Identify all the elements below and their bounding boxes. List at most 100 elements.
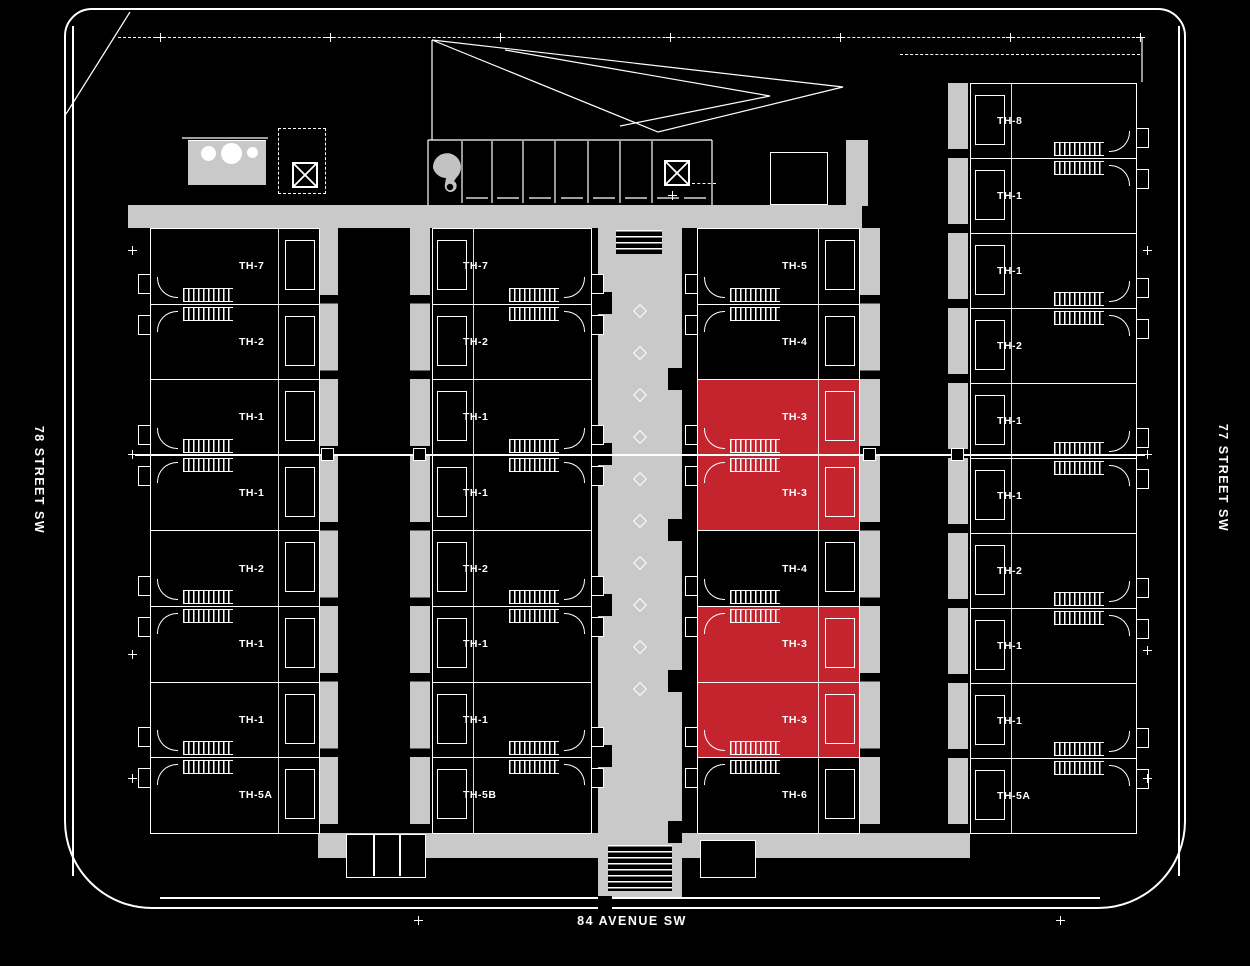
partition-line [1011,759,1012,833]
survey-marker-icon [666,33,675,42]
porch-outline [591,424,604,445]
door-swing-arc [564,730,585,752]
unit-cell[interactable]: TH-4 [685,530,859,606]
partition-line [818,229,819,304]
unit-label: TH-1 [997,265,1023,277]
unit-cell[interactable]: TH-1 [971,458,1149,533]
porch-outline [1136,728,1149,748]
stair-hatch [183,306,233,321]
mews-marker-icon [632,555,648,571]
unit-cell[interactable]: TH-1 [433,605,604,682]
partition-line [473,758,474,833]
street-label-west: 78 STREET SW [32,425,46,535]
unit-cell[interactable]: TH-1 [138,379,319,455]
site-boundary [64,8,1186,909]
partition-line [818,531,819,606]
survey-marker-icon [156,33,165,42]
unit-cell[interactable]: TH-7 [138,228,319,304]
unit-cell[interactable]: TH-2 [138,530,319,606]
unit-cell[interactable]: TH-1 [971,383,1149,458]
survey-marker-icon [496,33,505,42]
garage-outline [437,315,467,366]
porch-outline [1136,278,1149,298]
mews-entry-notch [668,821,682,843]
unit-cell[interactable]: TH-8 [971,83,1149,158]
unit-cell[interactable]: TH-5A [971,758,1149,833]
door-swing-arc [157,730,178,752]
door-swing-arc [564,578,585,600]
unit-label: TH-1 [239,411,265,424]
garage-outline [975,695,1005,745]
unit-cell[interactable]: TH-3 [685,379,859,455]
unit-cell[interactable]: TH-5B [433,757,604,833]
unit-cell[interactable]: TH-2 [433,530,604,606]
garage-outline [825,617,855,668]
porch-outline [1136,619,1149,639]
partition-line [818,455,819,531]
unit-cell[interactable]: TH-2 [138,303,319,380]
unit-cell[interactable]: TH-1 [433,681,604,758]
partition-line [1011,159,1012,233]
unit-cell[interactable]: TH-2 [971,533,1149,608]
porch-outline [138,768,151,789]
unit-cell[interactable]: TH-1 [971,158,1149,233]
unit-cell[interactable]: TH-1 [138,681,319,758]
mews-entry-notch [598,896,612,918]
porch-outline [1136,169,1149,189]
door-swing-arc [704,764,725,786]
unit-cell[interactable]: TH-3 [685,681,859,758]
unit-cell[interactable]: TH-1 [433,454,604,531]
unit-cell[interactable]: TH-1 [433,379,604,455]
unit-cell[interactable]: TH-7 [433,228,604,304]
door-swing-arc [157,310,178,332]
survey-marker-icon [1143,646,1152,655]
unit-cell[interactable]: TH-3 [685,454,859,531]
unit-label: TH-2 [239,335,265,348]
door-swing-arc [157,612,178,634]
unit-cell[interactable]: TH-1 [138,605,319,682]
mews-marker-icon [632,345,648,361]
partition-line [1011,459,1012,533]
mews-marker-icon [632,597,648,613]
unit-label: TH-2 [997,340,1023,352]
walkway-marker-box [863,448,876,461]
unit-cell[interactable]: TH-2 [433,303,604,380]
mews-marker-icon [632,513,648,529]
unit-cell[interactable]: TH-1 [971,608,1149,683]
stair-hatch [509,287,559,302]
unit-label: TH-1 [463,411,489,424]
porch-outline [685,768,698,789]
survey-marker-icon [414,916,423,925]
unit-cell[interactable]: TH-6 [685,757,859,833]
garage-outline [825,391,855,442]
door-swing-arc [1109,431,1130,452]
unit-cell[interactable]: TH-5A [138,757,319,833]
mews-entry-notch [598,594,612,616]
unit-cell[interactable]: TH-1 [138,454,319,531]
unit-label: TH-1 [463,638,489,651]
unit-label: TH-7 [463,260,489,273]
firepit-icon [201,146,216,161]
unit-cell[interactable]: TH-1 [971,233,1149,308]
outbuilding-partition [399,835,401,876]
unit-cell[interactable]: TH-3 [685,605,859,682]
stair-hatch [1054,761,1104,775]
partition-line [818,304,819,380]
porch-outline [138,465,151,486]
stair-hatch [509,457,559,472]
unit-cell[interactable]: TH-1 [971,683,1149,758]
unit-label: TH-5B [463,789,497,802]
stair-hatch [730,741,780,756]
door-swing-arc [157,461,178,483]
unit-cell[interactable]: TH-5 [685,228,859,304]
unit-cell[interactable]: TH-2 [971,308,1149,383]
unit-label: TH-2 [239,562,265,575]
garage-outline [437,466,467,517]
mews-north-stair [616,230,662,254]
unit-label: TH-5A [239,789,273,802]
porch-outline [138,273,151,294]
porch-outline [685,424,698,445]
unit-cell[interactable]: TH-4 [685,303,859,380]
door-swing-arc [1109,165,1130,186]
door-swing-arc [704,578,725,600]
